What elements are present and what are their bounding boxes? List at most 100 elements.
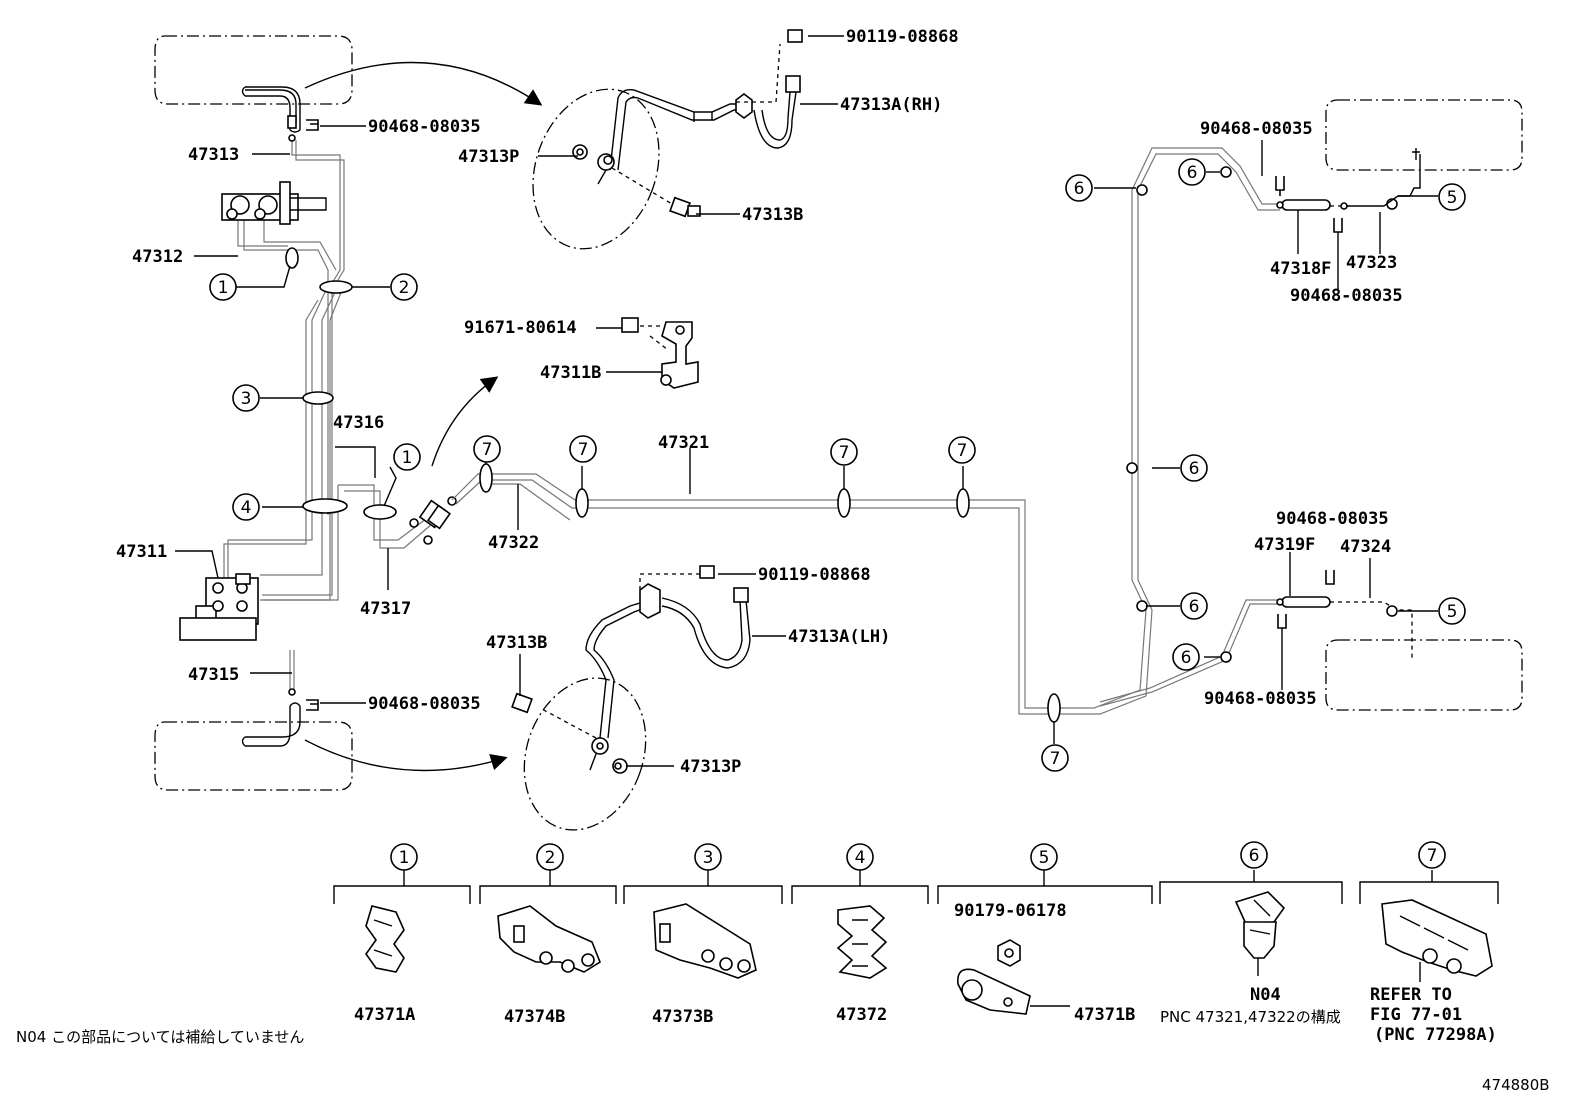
arrow-bottom <box>304 739 508 772</box>
clamp-6-d <box>1136 600 1148 612</box>
svg-text:47374B: 47374B <box>504 1007 565 1027</box>
clamp-6-b <box>1220 166 1232 178</box>
svg-text:47323: 47323 <box>1346 253 1397 273</box>
svg-text:7: 7 <box>482 440 493 460</box>
svg-text:90468-08035: 90468-08035 <box>368 117 481 137</box>
svg-text:REFER TO: REFER TO <box>1370 985 1452 1005</box>
svg-text:7: 7 <box>1050 749 1061 769</box>
svg-text:6: 6 <box>1189 597 1200 617</box>
svg-text:90468-08035: 90468-08035 <box>1200 119 1313 139</box>
svg-text:47311B: 47311B <box>540 363 601 383</box>
front-caliper-box-bottom <box>154 702 353 791</box>
svg-text:47371A: 47371A <box>354 1005 415 1025</box>
svg-text:47313P: 47313P <box>680 757 741 777</box>
clamp-7-b <box>575 488 589 518</box>
svg-text:47372: 47372 <box>836 1005 887 1025</box>
svg-text:5: 5 <box>1039 848 1050 868</box>
svg-text:3: 3 <box>703 848 714 868</box>
front-caliper-box-top <box>154 35 353 133</box>
svg-text:1: 1 <box>218 278 229 298</box>
clamp-6-a <box>1136 184 1148 196</box>
arrow-mid <box>431 376 499 467</box>
svg-text:6: 6 <box>1074 179 1085 199</box>
svg-text:7: 7 <box>1427 846 1438 866</box>
clamp-ref-drawing <box>1381 899 1493 982</box>
svg-text:47321: 47321 <box>658 433 709 453</box>
abs-actuator <box>179 573 259 641</box>
svg-text:(PNC 77298A): (PNC 77298A) <box>1374 1025 1497 1045</box>
callout-numbers: 1 2 3 4 1 7 7 7 7 7 6 6 6 6 6 5 5 <box>218 163 1458 769</box>
svg-text:1: 1 <box>399 848 410 868</box>
bracket-47311B <box>621 317 699 389</box>
svg-text:1: 1 <box>402 448 413 468</box>
svg-text:4: 4 <box>241 498 252 518</box>
clamp-3 <box>302 391 334 405</box>
svg-text:PNC 47321,47322の構成: PNC 47321,47322の構成 <box>1160 1008 1341 1026</box>
svg-text:47313: 47313 <box>188 145 239 165</box>
clamp-7-d <box>956 488 970 518</box>
svg-text:47373B: 47373B <box>652 1007 713 1027</box>
clamp-7-e <box>1047 693 1061 723</box>
clamp-1-b <box>363 504 397 520</box>
legend-brackets <box>333 841 1499 904</box>
svg-text:7: 7 <box>957 441 968 461</box>
svg-text:47315: 47315 <box>188 665 239 685</box>
svg-text:47319F: 47319F <box>1254 535 1315 555</box>
svg-text:47313B: 47313B <box>486 633 547 653</box>
footnote: N04 この部品については補給していません <box>16 1028 304 1046</box>
svg-text:90119-08868: 90119-08868 <box>758 565 871 585</box>
ellipse-top <box>532 88 660 250</box>
svg-text:6: 6 <box>1249 846 1260 866</box>
legend-numbers: 1 2 3 4 5 6 7 <box>399 846 1438 868</box>
clamp-47372-drawing <box>836 905 888 979</box>
svg-text:47313A(RH): 47313A(RH) <box>840 95 942 115</box>
legend-labels: 47371A 47374B 47373B 47372 90179-06178 4… <box>16 901 1550 1094</box>
master-cylinder-pipes <box>223 140 433 690</box>
clamp-1-a <box>285 247 299 269</box>
clamp-6-e <box>1220 651 1232 663</box>
callouts <box>209 158 1466 772</box>
svg-text:47313P: 47313P <box>458 147 519 167</box>
svg-text:91671-80614: 91671-80614 <box>464 318 577 338</box>
rear-hose-bottom <box>1276 570 1335 629</box>
svg-text:3: 3 <box>241 389 252 409</box>
proportioning-valve <box>221 181 327 225</box>
front-hose-top <box>572 29 803 218</box>
svg-text:47316: 47316 <box>333 413 384 433</box>
svg-text:47313B: 47313B <box>742 205 803 225</box>
svg-text:6: 6 <box>1187 163 1198 183</box>
clamp-4 <box>302 498 348 514</box>
svg-text:90468-08035: 90468-08035 <box>368 694 481 714</box>
svg-text:90468-08035: 90468-08035 <box>1290 286 1403 306</box>
svg-text:47318F: 47318F <box>1270 259 1331 279</box>
svg-text:N04: N04 <box>1250 985 1281 1005</box>
leader-lines <box>175 35 1438 767</box>
junction-block <box>409 496 457 545</box>
svg-text:5: 5 <box>1447 188 1458 208</box>
fittings <box>287 115 319 711</box>
svg-text:2: 2 <box>399 278 410 298</box>
clamp-2 <box>319 280 353 294</box>
svg-text:90468-08035: 90468-08035 <box>1204 689 1317 709</box>
rear-box-top <box>1325 99 1523 171</box>
svg-text:4: 4 <box>855 848 866 868</box>
clamp-47374B-drawing <box>497 905 601 973</box>
clamp-47371B-drawing <box>957 939 1070 1015</box>
svg-text:47371B: 47371B <box>1074 1005 1135 1025</box>
clamp-5-b <box>1386 605 1398 617</box>
svg-text:90468-08035: 90468-08035 <box>1276 509 1389 529</box>
rear-box-bottom <box>1325 639 1523 711</box>
rear-brake-pipe <box>451 147 1413 715</box>
clamp-47373B-drawing <box>653 903 757 979</box>
svg-text:FIG 77-01: FIG 77-01 <box>1370 1005 1462 1025</box>
rear-hose-top <box>1275 148 1421 233</box>
svg-text:47322: 47322 <box>488 533 539 553</box>
arrow-top <box>304 61 543 106</box>
svg-text:47313A(LH): 47313A(LH) <box>788 627 890 647</box>
svg-text:5: 5 <box>1447 602 1458 622</box>
svg-text:47317: 47317 <box>360 599 411 619</box>
svg-text:90119-08868: 90119-08868 <box>846 27 959 47</box>
clamp-6-c <box>1126 462 1138 474</box>
svg-text:47311: 47311 <box>116 542 167 562</box>
